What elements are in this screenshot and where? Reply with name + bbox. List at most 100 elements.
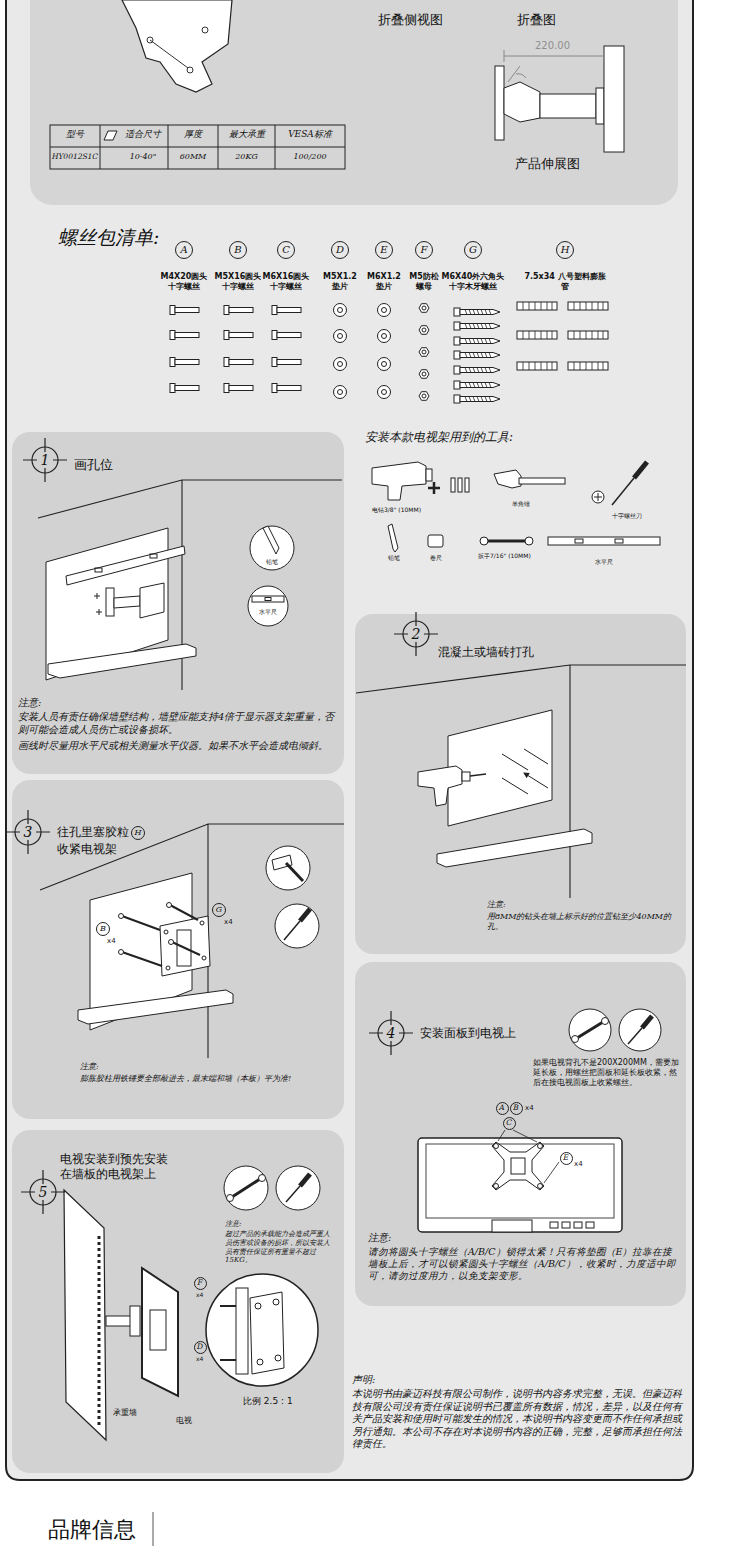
drawing-part — [372, 462, 426, 500]
drawing-part — [419, 348, 429, 357]
drawing-part — [619, 1009, 661, 1051]
drawing-part — [568, 362, 608, 370]
step-panel: 安装面板到电视上如果电视背孔不是200X200MM，需要加延长板，用螺丝把面板和… — [355, 962, 686, 1306]
drawing-part — [224, 358, 253, 367]
drawing-part — [273, 1299, 279, 1305]
part-letter: G — [464, 241, 482, 259]
part-letter-text: D — [197, 1343, 203, 1351]
drawing-part — [504, 50, 604, 62]
drawing-part — [6, 810, 50, 854]
step-heading: 往孔里塞胶粒 — [57, 825, 129, 840]
drawing-part — [369, 1011, 413, 1055]
drawing-part — [169, 940, 174, 945]
drawing-part — [224, 306, 253, 315]
drawing-part — [263, 526, 279, 554]
drawing-part — [480, 537, 488, 545]
part-letter-text: B — [100, 925, 106, 933]
step-number-text: 1 — [41, 453, 50, 467]
drawing-part — [428, 482, 440, 494]
drawing-part — [378, 358, 391, 371]
drawing-part — [202, 27, 208, 33]
drawing-part — [94, 593, 102, 615]
part-letter: F — [415, 241, 433, 259]
drawing-part — [300, 909, 310, 921]
drawing-part — [596, 88, 604, 124]
quantity: x4 — [196, 1291, 203, 1299]
tool-name: 水平尺 — [595, 558, 613, 566]
note-text: 超过产品的承载能力会造成严重人员伤害或设备的损坏，所以安装人员有责任保证所有重量… — [225, 1230, 333, 1265]
drawing-part — [66, 546, 185, 585]
table-cell: 100/200 — [275, 152, 345, 162]
drawing-part — [272, 331, 301, 340]
drawing-part — [150, 554, 157, 558]
drawing-part — [517, 302, 557, 310]
note-text: 膨胀胶柱用铁锤要全部敲进去，最末端和墙（本板）平为准! — [80, 1074, 335, 1084]
drawing-part — [236, 1288, 248, 1374]
drawing-part — [356, 665, 686, 898]
step-heading: 画孔位 — [74, 457, 113, 473]
step-number-text: 4 — [387, 1026, 396, 1040]
drawing-part — [150, 40, 188, 68]
drawing-part — [98, 1236, 101, 1428]
step-number: 1 — [31, 446, 59, 474]
part-letter: A — [496, 1102, 509, 1115]
note-heading: 注意: — [225, 1220, 241, 1229]
disclaimer-text: 本说明书由豪迈科技有限公司制作，说明书内容务求完整，无误。但豪迈科技有限公司没有… — [352, 1388, 684, 1451]
drawing-part — [272, 855, 292, 870]
drawing-part — [378, 330, 391, 343]
tool-name: 卷尺 — [430, 554, 442, 562]
drawing-part — [250, 1292, 284, 1374]
drawing-part — [224, 1166, 268, 1210]
drawing-part — [95, 568, 102, 572]
drawing-part — [284, 921, 300, 940]
part-letter-text: A — [180, 245, 187, 255]
step-number: 2 — [402, 620, 430, 648]
drawing-part — [486, 540, 526, 543]
part-letter-text: F — [421, 245, 428, 255]
drawing-part — [586, 1222, 594, 1228]
drawing-part — [300, 1174, 310, 1186]
drawing-part — [50, 125, 345, 169]
table-header: 厚度 — [168, 129, 218, 140]
part-letter-text: B — [513, 1104, 519, 1112]
part-letter: C — [277, 241, 295, 259]
drawing-part — [187, 67, 193, 73]
drawing-part — [224, 384, 253, 393]
part-letter: C — [503, 1117, 516, 1130]
tool-name: 羊角锤 — [512, 500, 530, 508]
drawing-part — [594, 493, 602, 501]
note-heading: 注意: — [487, 900, 506, 910]
drawing-part — [454, 381, 500, 389]
drawing-part — [504, 82, 540, 122]
part-name: 电视 — [176, 1416, 192, 1426]
part-letter-text: D — [336, 245, 344, 255]
quantity: x4 — [224, 918, 233, 927]
quantity: x4 — [107, 937, 116, 946]
drawing-part — [170, 358, 199, 367]
drawing-part — [568, 302, 608, 310]
drawing-part — [232, 1179, 260, 1197]
drawing-part — [334, 304, 347, 317]
drawing-part — [569, 1009, 611, 1051]
drawing-part — [177, 930, 191, 966]
drawing-part — [615, 539, 623, 543]
drawing-part — [418, 1138, 622, 1232]
drawing-part — [419, 326, 429, 335]
note-heading: 注意: — [18, 697, 41, 710]
part-letter: D — [194, 1341, 207, 1354]
step-number: 4 — [377, 1019, 405, 1047]
drawing-part — [119, 914, 124, 919]
drawing-part — [428, 535, 443, 547]
drawing-part — [160, 916, 210, 976]
drawing-part — [517, 362, 557, 370]
part-spec: 7.5x34 八号塑料膨胀管 — [524, 272, 606, 292]
drawing-part — [562, 1222, 570, 1228]
drawing-part — [577, 1022, 603, 1038]
step-number: 3 — [14, 818, 42, 846]
drawing-part — [265, 598, 271, 601]
step-heading: 安装面板到电视上 — [420, 1026, 516, 1041]
scale: 比例 2.5 : 1 — [243, 1396, 293, 1407]
part-spec: M5X16圆头 十字螺丝 — [211, 272, 265, 292]
drawing-part — [166, 966, 170, 970]
drawing-part — [419, 370, 429, 379]
